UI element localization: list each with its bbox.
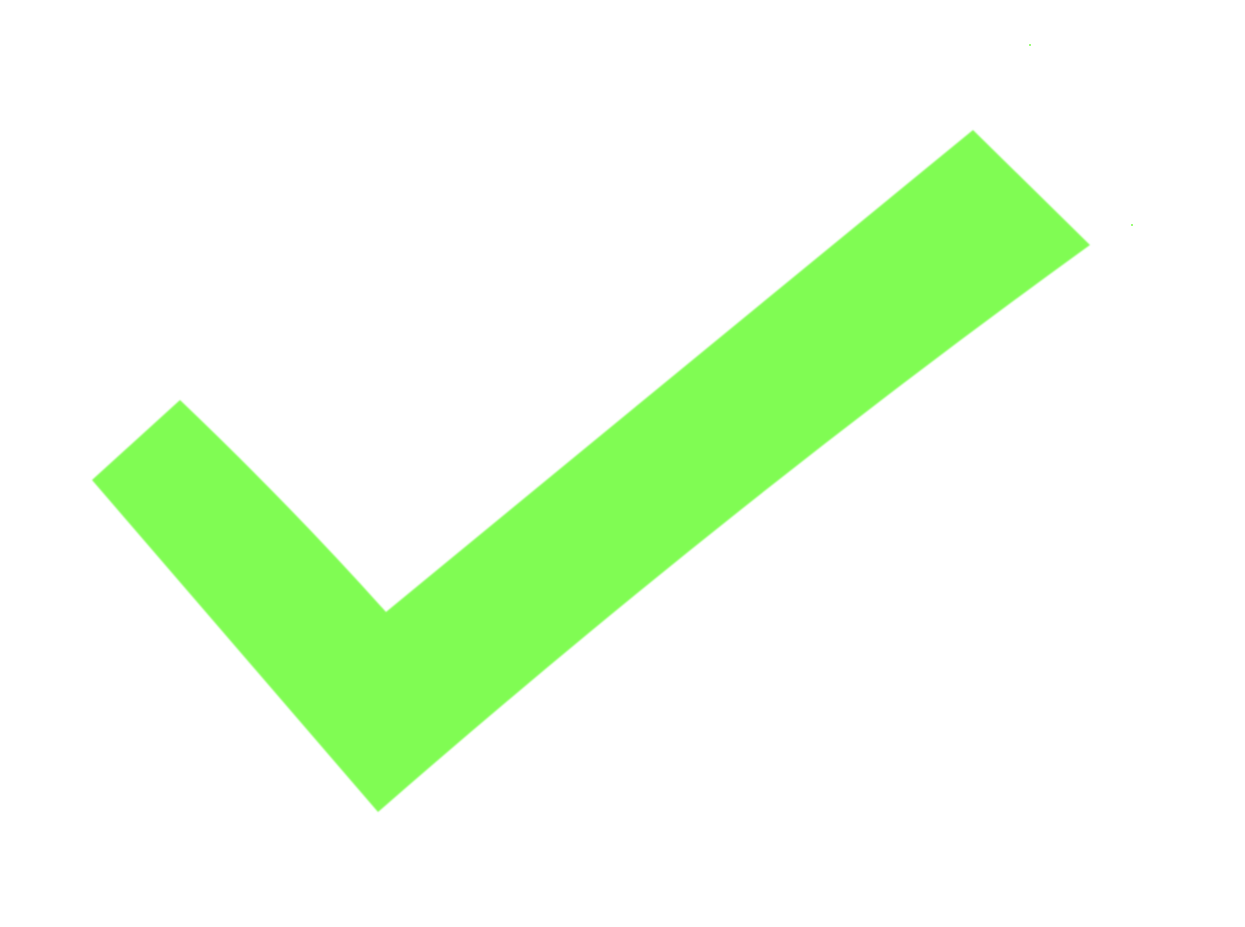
stray-pixel: [1029, 44, 1031, 46]
stray-pixel: [1131, 224, 1133, 226]
checkmark-shape: [92, 130, 1090, 812]
